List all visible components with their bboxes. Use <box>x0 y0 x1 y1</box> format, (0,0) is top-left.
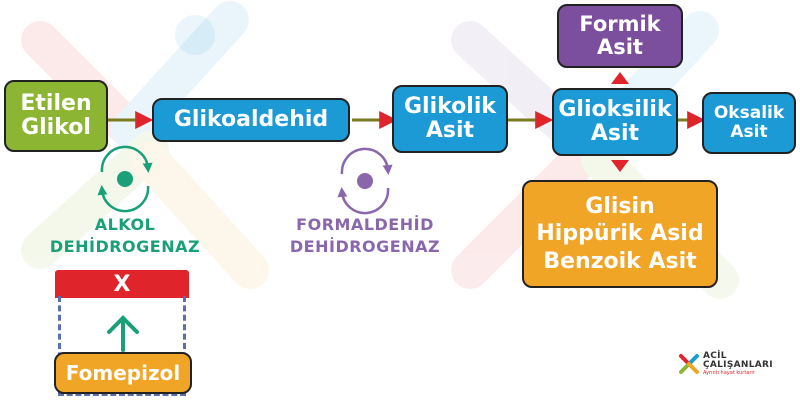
node-oksalik-asit: Oksalik Asit <box>702 92 796 154</box>
node-glikolik-asit: Glikolik Asit <box>392 85 508 153</box>
node-oksalik-asit-line2: Asit <box>730 122 768 142</box>
node-etilen-glikol-line1: Etilen <box>20 90 92 116</box>
node-formik-asit-line1: Formik <box>579 11 661 36</box>
logo-icon <box>678 354 699 375</box>
node-etilen-glikol-line2: Glikol <box>21 115 91 140</box>
inhibition-dashed-frame <box>58 296 186 396</box>
logo-main-text: ACİL ÇALIŞANLARI <box>702 351 773 371</box>
node-oksalik-asit-line1: Oksalik <box>713 103 785 124</box>
logo-sub-text: Ayrıntı hayat kurtarır <box>702 369 755 376</box>
inhibition-x-mark: X <box>113 271 131 297</box>
node-products: Glisin Hippürik Asid Benzoik Asit <box>522 180 718 288</box>
node-glioksilik-asit-line2: Asit <box>590 121 640 146</box>
node-formik-asit-line2: Asit <box>596 35 643 59</box>
recycle-icon-formaldehid <box>337 147 393 215</box>
inhibition-x-bar: X <box>55 270 189 298</box>
node-formik-asit: Formik Asit <box>557 4 683 68</box>
node-glikoaldehid: Glikoaldehid <box>152 98 350 142</box>
node-etilen-glikol: Etilen Glikol <box>4 80 108 152</box>
recycle-icon-alkol <box>97 145 153 213</box>
enzyme-alkol-dehidrogenaz: ALKOL DEHİDROGENAZ <box>30 214 220 259</box>
node-glikolik-asit-line1: Glikolik <box>403 93 496 119</box>
node-fomepizol-label: Fomepizol <box>65 361 181 385</box>
logo: ACİL ÇALIŞANLARI Ayrıntı hayat kurtarır <box>678 351 800 376</box>
enzyme-alkol-line2: DEHİDROGENAZ <box>49 237 201 257</box>
enzyme-alkol-line1: ALKOL <box>94 215 156 234</box>
node-fomepizol: Fomepizol <box>54 352 192 394</box>
node-glikoaldehid-label: Glikoaldehid <box>173 106 329 132</box>
arrow-to-products <box>611 160 629 172</box>
node-glikolik-asit-line2: Asit <box>425 118 475 143</box>
node-products-line1: Glisin <box>585 193 655 219</box>
enzyme-formaldehid-line2: DEHİDROGENAZ <box>289 237 441 257</box>
node-products-line2: Hippürik Asid <box>536 221 704 247</box>
enzyme-formaldehid-line1: FORMALDEHİD <box>296 215 434 234</box>
node-glioksilik-asit-line1: Glioksilik <box>558 96 672 122</box>
enzyme-formaldehid-dehidrogenaz: FORMALDEHİD DEHİDROGENAZ <box>262 214 468 259</box>
arrow-to-formik-asit <box>611 72 629 84</box>
node-glioksilik-asit: Glioksilik Asit <box>552 88 678 156</box>
node-products-line3: Benzoik Asit <box>543 248 697 274</box>
